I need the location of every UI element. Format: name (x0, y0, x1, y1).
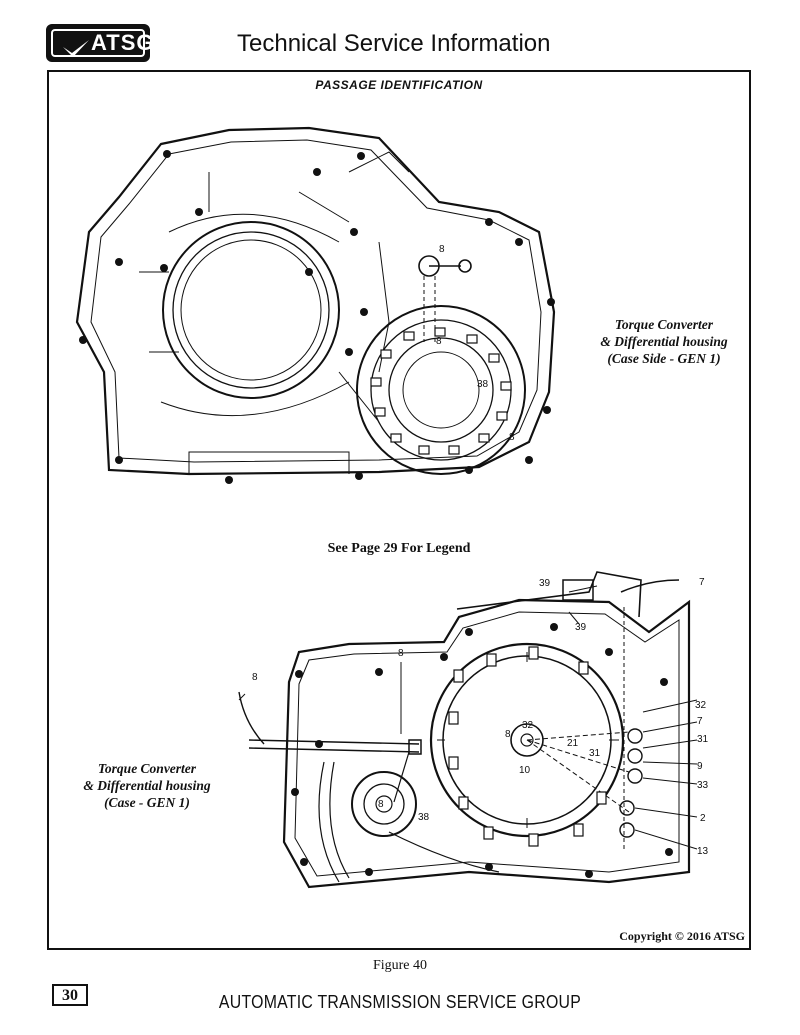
top-bolt-holes (79, 150, 555, 484)
callout-label: 39 (575, 622, 587, 633)
callout-label: 8 (398, 648, 404, 659)
caption-line: Torque Converter (614, 317, 714, 332)
callout-label: 13 (697, 846, 709, 857)
caption-line: & Differential housing (83, 778, 211, 793)
logo-text: ATSG (91, 30, 155, 55)
top-ring-teeth (370, 327, 512, 455)
caption-line: (Case - GEN 1) (104, 795, 190, 810)
bottom-housing-drawing (238, 571, 698, 889)
callout-label: 8 (509, 432, 515, 443)
checkmark-icon (63, 40, 89, 57)
callout-label: 2 (700, 813, 706, 824)
callout-label: 9 (697, 761, 703, 772)
callout-label: 39 (539, 578, 551, 589)
atsg-logo: ATSG (46, 24, 153, 62)
callout-label: 7 (699, 577, 705, 588)
caption-line: & Differential housing (600, 334, 728, 349)
legend-note: See Page 29 For Legend (327, 541, 471, 556)
transmission-diagrams: 8 8 38 8 39 39 7 8 8 32 8 21 31 10 32 7 … (75, 126, 709, 889)
callout-label: 31 (589, 748, 601, 759)
callout-label: 10 (519, 765, 531, 776)
callout-label: 21 (567, 738, 579, 749)
figure-label: Figure 40 (372, 958, 428, 973)
top-diagram-caption: Torque Converter & Differential housing … (584, 316, 744, 367)
page-header: ATSG Technical Service Information (0, 0, 800, 70)
callout-label: 32 (522, 720, 534, 731)
callout-label: 8 (378, 799, 384, 810)
bottom-ring-teeth (448, 646, 607, 847)
callout-label: 33 (697, 780, 709, 791)
section-title: PASSAGE IDENTIFICATION (315, 78, 483, 92)
page-footer: AUTOMATIC TRANSMISSION SERVICE GROUP (218, 992, 582, 1012)
copyright-notice: Copyright © 2016 ATSG (619, 929, 745, 943)
page-title: Technical Service Information (237, 30, 551, 57)
figure-frame: PASSAGE IDENTIFICATION (47, 70, 751, 950)
caption-line: Torque Converter (97, 761, 197, 776)
callout-label: 31 (697, 734, 709, 745)
callout-label: 8 (439, 244, 445, 255)
callout-label: 8 (505, 729, 511, 740)
caption-line: (Case Side - GEN 1) (607, 351, 721, 366)
top-housing-drawing (75, 126, 556, 476)
callout-label: 7 (697, 716, 703, 727)
bottom-bolt-holes (291, 623, 673, 878)
bottom-diagram-caption: Torque Converter & Differential housing … (67, 760, 227, 811)
callout-label: 32 (695, 700, 707, 711)
callout-label: 8 (436, 336, 442, 347)
callout-label: 38 (477, 379, 489, 390)
callout-label: 8 (252, 672, 258, 683)
page-number: 30 (52, 984, 88, 1006)
callout-label: 38 (418, 812, 430, 823)
